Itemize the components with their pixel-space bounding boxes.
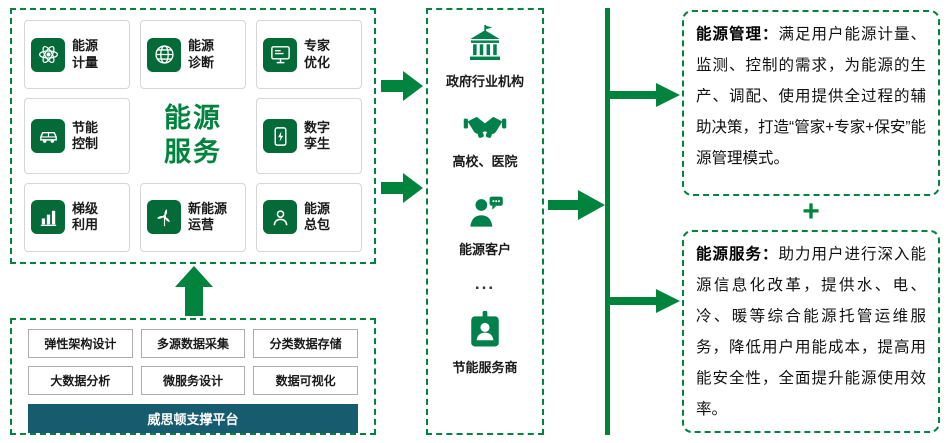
atom-icon	[31, 37, 65, 72]
customer-label: 高校、医院	[452, 154, 518, 169]
service-item: 梯级 利用	[24, 182, 130, 252]
arrow-to-connector-icon	[548, 187, 605, 223]
connector-line	[605, 8, 610, 435]
service-item: 专家 优化	[256, 20, 362, 90]
branch-arrow-top-icon	[610, 80, 680, 110]
energy-service-body: 助力用户进行深入能源信息化改革，提供水、电、冷、暖等综合能源托管运维服务，降低用…	[696, 246, 926, 418]
monitor-icon	[263, 37, 297, 72]
service-item: 能源 诊断	[140, 20, 246, 90]
energy-service-box: 能源服务：助力用户进行深入能源信息化改革，提供水、电、冷、暖等综合能源托管运维服…	[682, 230, 940, 433]
arrow-up-icon	[172, 266, 216, 316]
turbine-icon	[147, 200, 181, 235]
energy-service-text: 能源服务：助力用户进行深入能源信息化改革，提供水、电、冷、暖等综合能源托管运维服…	[696, 239, 926, 425]
platform-bar: 威思顿支撑平台	[28, 404, 358, 433]
customer-label: 能源客户	[458, 242, 511, 257]
globe-icon	[147, 37, 181, 72]
platform-panel: 弹性架构设计 多源数据采集 分类数据存储 大数据分析 微服务设计 数据可视化 威…	[10, 318, 376, 435]
service-item: 数字 孪生	[256, 98, 362, 174]
more-customers-ellipsis: ...	[474, 274, 496, 293]
energy-management-box: 能源管理：满足用户能源计量、监测、控制的需求，为能源的生产、调配、使用提供全过程…	[682, 10, 940, 196]
customer-label: 节能服务商	[452, 360, 518, 375]
car-icon	[31, 119, 65, 153]
service-item-label: 专家 优化	[304, 38, 331, 70]
digital-twin-icon	[263, 119, 297, 153]
customer-icon	[470, 196, 503, 227]
service-item-label: 节能 控制	[72, 119, 99, 151]
service-item-label: 能源 诊断	[188, 38, 215, 70]
energy-management-text: 能源管理：满足用户能源计量、监测、控制的需求，为能源的生产、调配、使用提供全过程…	[696, 19, 926, 174]
bank-icon	[469, 25, 501, 61]
cascade-icon	[31, 200, 65, 235]
handshake-icon	[463, 116, 507, 138]
service-panel-title-text: 能源 服务	[164, 103, 222, 167]
person-icon	[263, 200, 297, 235]
capability-chip: 分类数据存储	[253, 329, 358, 358]
energy-management-heading: 能源管理：	[696, 26, 779, 43]
service-panel: 能源 计量 能源 诊断 专家 优化 节能 控制 能源 服务	[10, 8, 376, 264]
service-item-label: 能源 总包	[304, 201, 331, 233]
plus-sign: +	[802, 195, 820, 228]
energy-service-heading: 能源服务：	[696, 246, 779, 263]
service-item: 新能源 运营	[140, 182, 246, 252]
service-item-label: 能源 计量	[72, 38, 99, 70]
service-item: 节能 控制	[24, 98, 130, 174]
branch-arrow-bottom-icon	[610, 286, 680, 316]
service-item-label: 新能源 运营	[188, 201, 228, 233]
service-panel-title: 能源 服务	[140, 98, 246, 174]
customer-label: 政府行业机构	[445, 74, 524, 89]
service-item: 能源 计量	[24, 20, 130, 90]
capability-chip: 大数据分析	[28, 366, 133, 395]
arrow-right-bottom-icon	[381, 168, 423, 208]
capability-chip: 多源数据采集	[140, 329, 246, 358]
capability-chip: 弹性架构设计	[28, 329, 133, 358]
customer-panel: 政府行业机构 高校、医院 能源客户 ... 节能服务商	[426, 8, 544, 435]
service-item-label: 梯级 利用	[72, 201, 99, 233]
service-item-label: 数字 孪生	[304, 119, 331, 151]
arrow-right-top-icon	[381, 66, 423, 106]
capability-chip: 数据可视化	[253, 366, 358, 395]
energy-management-body: 满足用户能源计量、监测、控制的需求，为能源的生产、调配、使用提供全过程的辅助决策…	[696, 26, 926, 167]
id-card-icon	[471, 310, 499, 347]
service-item: 能源 总包	[256, 182, 362, 252]
capability-chip: 微服务设计	[140, 366, 246, 395]
platform-capabilities: 弹性架构设计 多源数据采集 分类数据存储 大数据分析 微服务设计 数据可视化	[28, 329, 358, 395]
